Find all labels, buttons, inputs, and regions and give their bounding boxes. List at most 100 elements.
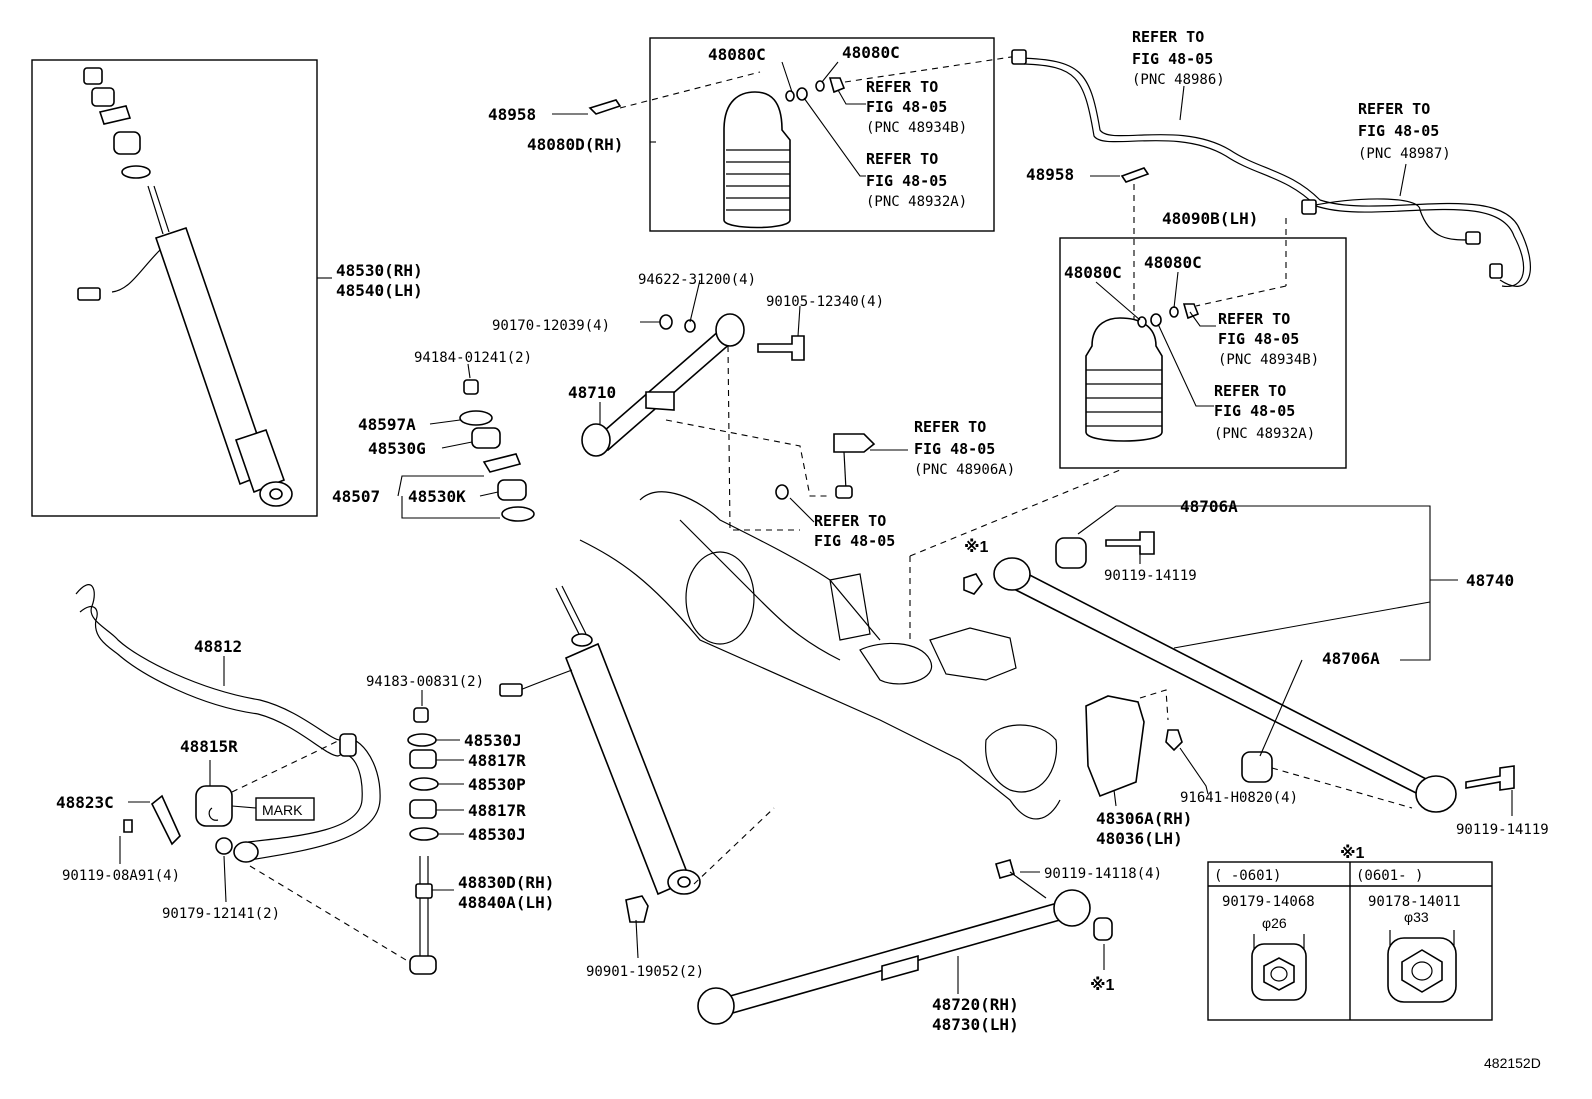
ref-48-05: REFER TO FIG 48-05 bbox=[814, 512, 895, 550]
nut-table-size-1: φ26 bbox=[1262, 915, 1287, 931]
svg-text:REFER TO: REFER TO bbox=[914, 418, 986, 436]
nut-table-part-1: 90179-14068 bbox=[1222, 894, 1315, 910]
axle-housing bbox=[579, 491, 1061, 820]
shock-absorber-inset bbox=[31, 59, 318, 517]
label-bolt-08a91: 90119-08A91(4) bbox=[62, 868, 180, 884]
svg-text:FIG 48-05: FIG 48-05 bbox=[814, 532, 895, 550]
svg-text:REFER TO: REFER TO bbox=[1218, 310, 1290, 328]
svg-text:(PNC 48934B): (PNC 48934B) bbox=[866, 120, 967, 136]
label-bracket: 48823C bbox=[56, 793, 114, 812]
label-link-rh: 48830D(RH) bbox=[458, 873, 554, 892]
lower-control-arm bbox=[697, 859, 1113, 1025]
ref-48906a: REFER TO FIG 48-05 (PNC 48906A) bbox=[914, 418, 1015, 478]
label-cushion-b: 48530K bbox=[408, 487, 466, 506]
label-bolt-14119-right: 90119-14119 bbox=[1456, 822, 1549, 838]
ref-48986: REFER TO FIG 48-05 (PNC 48986) bbox=[1132, 28, 1225, 88]
svg-text:(PNC 48987): (PNC 48987) bbox=[1358, 146, 1451, 162]
label-bushing-r2: 48817R bbox=[468, 801, 526, 820]
svg-text:REFER TO: REFER TO bbox=[814, 512, 886, 530]
shock-absorber-assembled bbox=[499, 585, 701, 923]
svg-text:FIG 48-05: FIG 48-05 bbox=[914, 440, 995, 458]
label-stabilizer-bar: 48812 bbox=[194, 637, 242, 656]
lateral-rod bbox=[581, 313, 805, 457]
svg-text:FIG 48-05: FIG 48-05 bbox=[866, 172, 947, 190]
label-clip-top: 48958 bbox=[488, 105, 536, 124]
svg-text:REFER TO: REFER TO bbox=[866, 150, 938, 168]
label-bushing-upper: 48706A bbox=[1180, 497, 1238, 516]
label-ring-d: 48080C bbox=[1144, 253, 1202, 272]
label-boot-lh: 48090B(LH) bbox=[1162, 209, 1258, 228]
upper-control-arm bbox=[963, 531, 1515, 813]
label-ring-a: 48080C bbox=[708, 45, 766, 64]
label-upper-arm: 48740 bbox=[1466, 571, 1514, 590]
label-nut-00831: 94183-00831(2) bbox=[366, 674, 484, 690]
label-shock-lh: 48540(LH) bbox=[336, 281, 423, 300]
label-bumper-rh: 48306A(RH) bbox=[1096, 809, 1192, 828]
cushion-stack bbox=[459, 379, 535, 522]
svg-text:REFER TO: REFER TO bbox=[1214, 382, 1286, 400]
label-nut-top: 94184-01241(2) bbox=[414, 350, 532, 366]
svg-text:REFER TO: REFER TO bbox=[1132, 28, 1204, 46]
svg-text:REFER TO: REFER TO bbox=[1358, 100, 1430, 118]
label-lower-arm-rh: 48720(RH) bbox=[932, 995, 1019, 1014]
label-bolt-h0820: 91641-H0820(4) bbox=[1180, 790, 1298, 806]
label-note-1-b: ※1 bbox=[1090, 976, 1115, 994]
label-bumper-lh: 48036(LH) bbox=[1096, 829, 1183, 848]
svg-text:(PNC 48932A): (PNC 48932A) bbox=[866, 194, 967, 210]
nut-table-size-2: φ33 bbox=[1404, 909, 1429, 925]
bump-stopper bbox=[1085, 695, 1183, 798]
label-nut-19052: 90901-19052(2) bbox=[586, 964, 704, 980]
label-bushing-lower: 48706A bbox=[1322, 649, 1380, 668]
svg-text:FIG 48-05: FIG 48-05 bbox=[866, 98, 947, 116]
label-boot-rh: 48080D(RH) bbox=[527, 135, 623, 154]
label-note-1: ※1 bbox=[964, 538, 989, 556]
svg-text:REFER TO: REFER TO bbox=[866, 78, 938, 96]
svg-text:(PNC 48986): (PNC 48986) bbox=[1132, 72, 1225, 88]
air-spring-lh-box bbox=[1059, 237, 1347, 469]
ref-48934b-lh: REFER TO FIG 48-05 (PNC 48934B) bbox=[1218, 310, 1319, 368]
svg-text:(PNC 48906A): (PNC 48906A) bbox=[914, 462, 1015, 478]
label-cushion-j1: 48530J bbox=[464, 731, 522, 750]
label-link-lh: 48840A(LH) bbox=[458, 893, 554, 912]
ref-48934b-top: REFER TO FIG 48-05 (PNC 48934B) bbox=[866, 78, 967, 136]
svg-text:FIG 48-05: FIG 48-05 bbox=[1358, 122, 1439, 140]
label-ring-b: 48080C bbox=[842, 43, 900, 62]
label-nut-12141: 90179-12141(2) bbox=[162, 906, 280, 922]
mark-box bbox=[255, 797, 315, 821]
label-washer-rod: 94622-31200(4) bbox=[638, 272, 756, 288]
label-cushion-group: 48507 bbox=[332, 487, 380, 506]
air-line-pipes bbox=[1011, 49, 1531, 287]
label-bolt-rod: 90105-12340(4) bbox=[766, 294, 884, 310]
nut-table-range-1: ( -0601) bbox=[1214, 868, 1281, 884]
label-stab-bushing: 48815R bbox=[180, 737, 238, 756]
label-cushion-a: 48530G bbox=[368, 439, 426, 458]
height-control-link bbox=[775, 433, 876, 500]
label-clip-mid: 48958 bbox=[1026, 165, 1074, 184]
nut-table-range-2: (0601- ) bbox=[1356, 868, 1423, 884]
svg-text:FIG 48-05: FIG 48-05 bbox=[1218, 330, 1299, 348]
label-cushion-retainer: 48597A bbox=[358, 415, 416, 434]
label-ring-c: 48080C bbox=[1064, 263, 1122, 282]
label-bolt-14118: 90119-14118(4) bbox=[1044, 866, 1162, 882]
label-lateral-rod: 48710 bbox=[568, 383, 616, 402]
label-shock-rh: 48530(RH) bbox=[336, 261, 423, 280]
label-bushing-r1: 48817R bbox=[468, 751, 526, 770]
label-lower-arm-lh: 48730(LH) bbox=[932, 1015, 1019, 1034]
label-cushion-p: 48530P bbox=[468, 775, 526, 794]
stabilizer-bushing-bracket bbox=[123, 785, 233, 855]
ref-48932a-top: REFER TO FIG 48-05 (PNC 48932A) bbox=[866, 150, 967, 210]
label-nut-rod: 90170-12039(4) bbox=[492, 318, 610, 334]
ref-48932a-lh: REFER TO FIG 48-05 (PNC 48932A) bbox=[1214, 382, 1315, 442]
label-cushion-j2: 48530J bbox=[468, 825, 526, 844]
nut-table: ※1 ( -0601) (0601- ) 90179-14068 90178-1… bbox=[1207, 844, 1493, 1021]
label-mark: MARK bbox=[262, 802, 303, 818]
svg-text:(PNC 48934B): (PNC 48934B) bbox=[1218, 352, 1319, 368]
air-spring-rh-box bbox=[588, 37, 995, 232]
svg-text:(PNC 48932A): (PNC 48932A) bbox=[1214, 426, 1315, 442]
nut-table-title: ※1 bbox=[1340, 844, 1365, 862]
stabilizer-bar bbox=[75, 584, 381, 863]
diagram-number: 482152D bbox=[1484, 1055, 1541, 1071]
svg-text:FIG 48-05: FIG 48-05 bbox=[1214, 402, 1295, 420]
stabilizer-link-stack bbox=[407, 707, 439, 975]
